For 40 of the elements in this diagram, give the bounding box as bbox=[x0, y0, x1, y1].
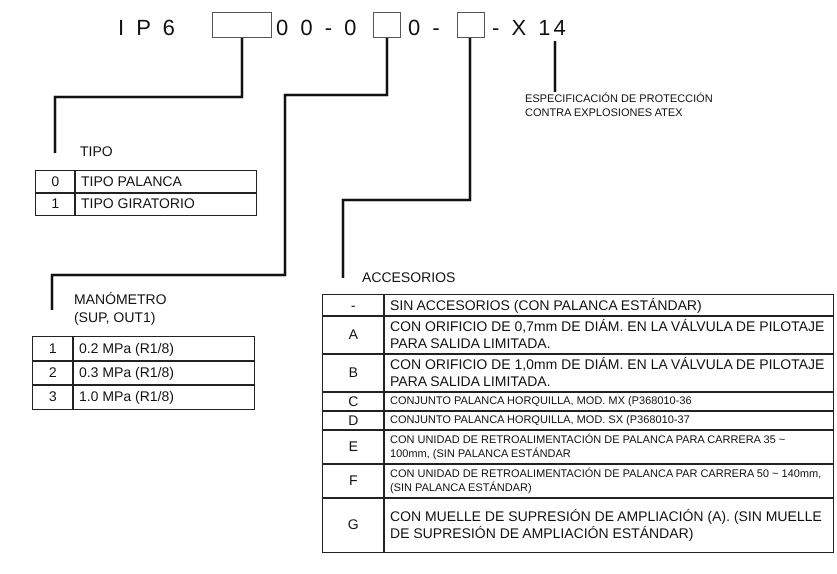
table-cell: B bbox=[322, 353, 384, 392]
section-heading: TIPO bbox=[55, 142, 135, 164]
table-cell: 0.2 MPa (R1/8) bbox=[72, 336, 255, 362]
section-heading: ESPECIFICACIÓN DE PROTECCIÓN CONTRA EXPLOSIONES ATEX bbox=[525, 92, 760, 122]
leader-line bbox=[50, 38, 388, 310]
table-cell: SIN ACCESORIOS (CON PALANCA ESTÁNDAR) bbox=[383, 294, 834, 316]
table-cell: F bbox=[322, 463, 384, 498]
table-cell: G bbox=[322, 497, 384, 552]
code-slot-box bbox=[457, 12, 485, 38]
table-cell: CON UNIDAD DE RETROALIMENTACIÓN DE PALANCA PAR CARRERA 50 ~ 140mm, (SIN PALANCA ESTÁNDAR) bbox=[383, 463, 834, 498]
table-cell: 3 bbox=[32, 384, 74, 410]
model-code-text: 0 - bbox=[408, 15, 443, 41]
table-cell: CON ORIFICIO DE 0,7mm DE DIÁM. EN LA VÁLVULA DE PILOTAJE PARA SALIDA LIMITADA. bbox=[383, 315, 834, 354]
table-cell: A bbox=[322, 315, 384, 354]
model-code-text: 0 0 - 0 bbox=[276, 15, 360, 41]
leader-line bbox=[554, 41, 556, 92]
code-slot-box bbox=[212, 12, 272, 38]
table-cell: CON ORIFICIO DE 1,0mm DE DIÁM. EN LA VÁLVULA DE PILOTAJE PARA SALIDA LIMITADA. bbox=[383, 353, 834, 392]
table-cell: E bbox=[322, 429, 384, 464]
table-cell: 1 bbox=[32, 336, 74, 362]
table-cell: 1.0 MPa (R1/8) bbox=[72, 384, 255, 410]
table-cell: C bbox=[322, 391, 384, 412]
table-cell: CON MUELLE DE SUPRESIÓN DE AMPLIACIÓN (A). (SIN MUELLE DE SUPRESIÓN DE AMPLIACIÓN ESTÁNDAR) bbox=[383, 497, 834, 552]
table-cell: 0.3 MPa (R1/8) bbox=[72, 360, 255, 386]
section-heading: MANÓMETRO (SUP, OUT1) bbox=[52, 290, 182, 330]
table-cell: - bbox=[322, 294, 384, 316]
table-cell: 1 bbox=[35, 192, 76, 216]
table-cell: CONJUNTO PALANCA HORQUILLA, MOD. SX (P368010-37 bbox=[383, 410, 834, 430]
table-cell: 0 bbox=[35, 170, 76, 194]
section-heading: ACCESORIOS bbox=[343, 268, 473, 288]
table-cell: D bbox=[322, 410, 384, 430]
leader-line bbox=[342, 38, 472, 278]
table-cell: TIPO GIRATORIO bbox=[74, 192, 257, 216]
table-cell: TIPO PALANCA bbox=[74, 170, 257, 194]
table-cell: CONJUNTO PALANCA HORQUILLA, MOD. MX (P368010-36 bbox=[383, 391, 834, 412]
model-code-text: I P 6 bbox=[118, 15, 178, 41]
table-cell: 2 bbox=[32, 360, 74, 386]
table-cell: CON UNIDAD DE RETROALIMENTACIÓN DE PALANCA PARA CARRERA 35 ~ 100mm, (SIN PALANCA ESTÁNDAR bbox=[383, 429, 834, 464]
code-slot-box bbox=[373, 12, 401, 38]
leader-line bbox=[54, 38, 244, 153]
